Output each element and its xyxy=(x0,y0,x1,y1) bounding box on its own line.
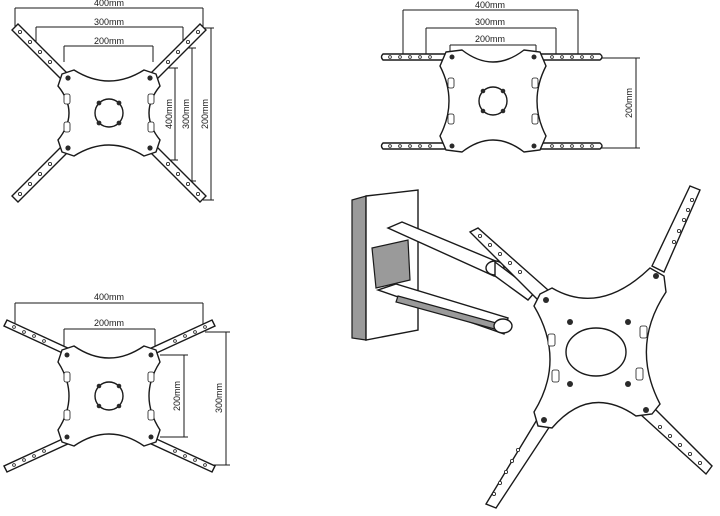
arm-holes xyxy=(477,197,703,496)
view-top-left: 400mm 300mm 200mm 400mm 300mm 200mm xyxy=(11,0,214,203)
dim-200-width: 200mm xyxy=(94,318,124,328)
dim-200-width: 200mm xyxy=(94,36,124,46)
dim-300-width: 300mm xyxy=(475,17,505,27)
dim-300-height: 300mm xyxy=(214,383,224,413)
dim-300-width: 300mm xyxy=(94,17,124,27)
center-disc xyxy=(94,381,124,411)
center-disc xyxy=(94,98,124,128)
dim-200-width: 200mm xyxy=(475,34,505,44)
elbow-joint-lower xyxy=(493,318,513,334)
dim-200-height: 200mm xyxy=(172,381,182,411)
arm-bracket xyxy=(371,239,411,289)
arm-upper-right xyxy=(651,185,701,273)
arm-holes xyxy=(388,55,594,148)
dim-200-height: 200mm xyxy=(200,99,210,129)
dim-400-width: 400mm xyxy=(94,292,124,302)
dim-200-height: 200mm xyxy=(624,88,634,118)
wall-plate-side xyxy=(351,195,367,341)
center-disc xyxy=(478,86,508,116)
view-perspective-mount xyxy=(351,185,713,509)
view-top-right: 400mm 300mm 200mm 200mm xyxy=(380,0,640,153)
view-bottom-left: 400mm 200mm 200mm 300mm xyxy=(3,292,230,473)
arm-holes xyxy=(17,29,200,196)
arm-holes xyxy=(12,325,207,467)
dim-300-height: 300mm xyxy=(181,99,191,129)
dim-400-width: 400mm xyxy=(94,0,124,8)
dim-400-height: 400mm xyxy=(164,99,174,129)
center-disc xyxy=(565,327,627,377)
dim-400-width: 400mm xyxy=(475,0,505,10)
